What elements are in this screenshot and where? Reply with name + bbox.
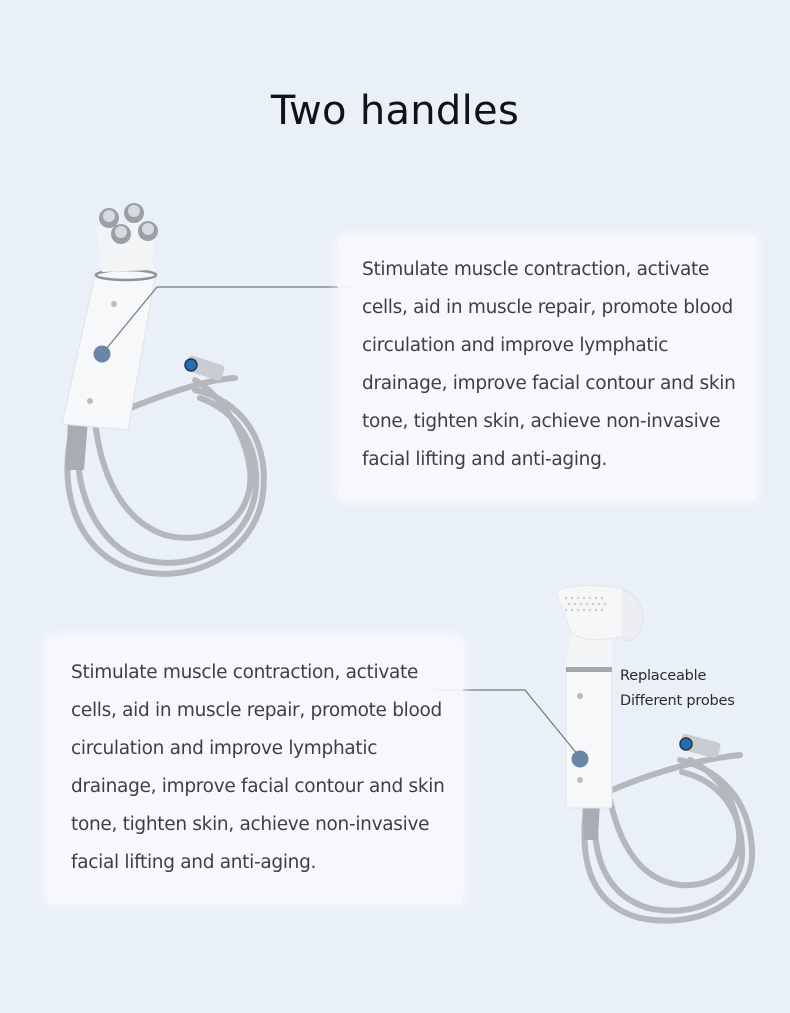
handle-1-description-card: Stimulate muscle contraction, activate c… <box>338 236 756 500</box>
handle-2-image <box>555 585 756 924</box>
page-title: Two handles <box>270 88 520 134</box>
probe-note: Replaceable Different probes <box>620 664 735 714</box>
handle-2-description-card: Stimulate muscle contraction, activate c… <box>47 637 463 904</box>
marker-dot-icon <box>571 750 589 768</box>
leader-line-1 <box>93 286 352 363</box>
probe-note-line-1: Replaceable <box>620 668 707 684</box>
leader-line-2 <box>434 689 589 768</box>
handle-2-description: Stimulate muscle contraction, activate c… <box>71 662 445 873</box>
handle-1-image <box>61 203 267 577</box>
handle-1-description: Stimulate muscle contraction, activate c… <box>362 259 736 470</box>
marker-dot-icon <box>93 345 111 363</box>
probe-note-line-2: Different probes <box>620 693 735 709</box>
